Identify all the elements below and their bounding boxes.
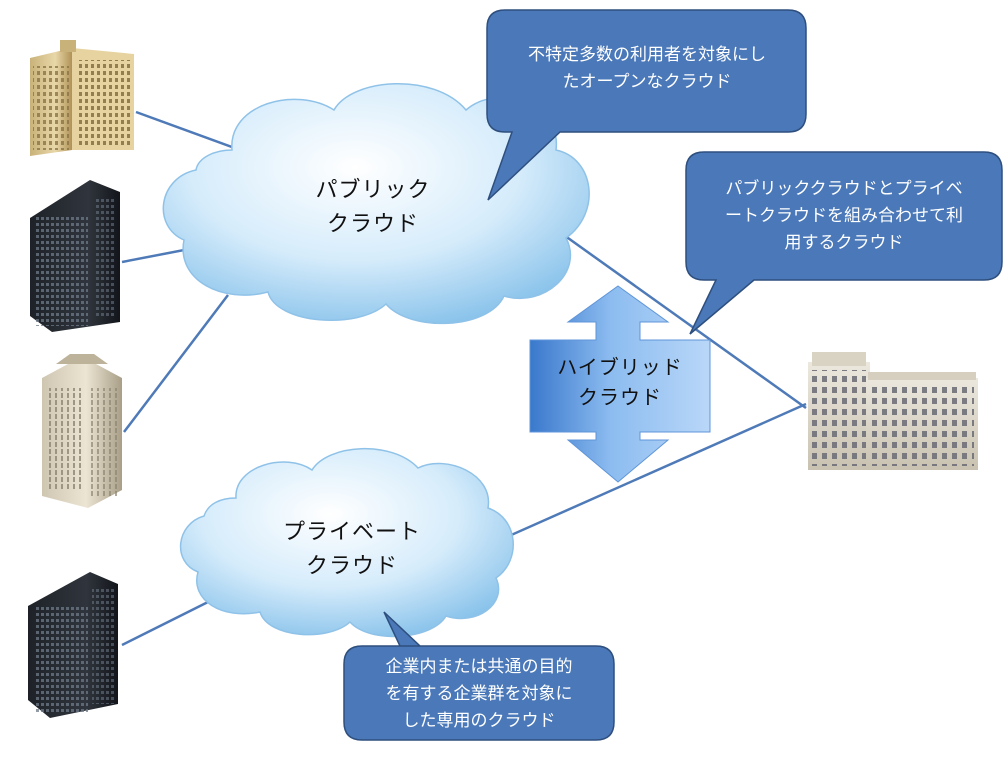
connector-public-hotel bbox=[539, 216, 807, 410]
office-building-beige-icon bbox=[30, 40, 134, 156]
private-callout-bubble bbox=[343, 611, 615, 741]
office-building-dark-lower-icon bbox=[28, 572, 118, 718]
connector-building4-private bbox=[121, 598, 213, 647]
public-cloud-shape bbox=[162, 82, 590, 325]
private-callout-line2: を有する企業群を対象に bbox=[385, 684, 573, 704]
private-cloud-label-line1: プライベート bbox=[282, 520, 421, 545]
hybrid-cloud-label-line1: ハイブリッド bbox=[557, 355, 683, 379]
public-callout-line2: たオープンなクラウド bbox=[562, 72, 732, 92]
hybrid-cloud-label: ハイブリッド クラウド bbox=[540, 352, 700, 412]
public-callout-text: 不特定多数の利用者を対象にし たオープンなクラウド bbox=[492, 42, 802, 96]
public-cloud-label-line1: パブリック bbox=[315, 178, 431, 203]
hybrid-cloud-label-line2: クラウド bbox=[578, 385, 662, 409]
public-callout-bubble bbox=[486, 9, 807, 201]
private-callout-text: 企業内または共通の目的 を有する企業群を対象に した専用のクラウド bbox=[348, 654, 610, 735]
public-callout-line1: 不特定多数の利用者を対象にし bbox=[528, 45, 766, 65]
connector-building3-public bbox=[123, 294, 229, 433]
private-cloud-label: プライベート クラウド bbox=[262, 516, 442, 584]
private-cloud-label-line2: クラウド bbox=[305, 554, 398, 579]
connector-lines bbox=[121, 110, 807, 647]
private-callout-line3: した専用のクラウド bbox=[402, 711, 556, 731]
hybrid-callout-bubble bbox=[685, 151, 1003, 335]
hybrid-callout-text: パブリッククラウドとプライベ ートクラウドを組み合わせて利 用するクラウド bbox=[690, 176, 998, 257]
private-cloud-shape bbox=[180, 448, 514, 638]
connector-private-hotel bbox=[499, 402, 807, 542]
hybrid-callout-line3: 用するクラウド bbox=[784, 233, 904, 253]
hybrid-double-arrow-icon bbox=[529, 285, 711, 483]
public-cloud-label: パブリック クラウド bbox=[288, 174, 458, 242]
private-callout-line1: 企業内または共通の目的 bbox=[385, 657, 573, 677]
office-building-dark-icon bbox=[30, 180, 120, 332]
hybrid-callout-line1: パブリッククラウドとプライベ bbox=[725, 179, 963, 199]
public-cloud-label-line2: クラウド bbox=[326, 212, 419, 237]
office-building-cream-icon bbox=[42, 354, 122, 508]
hybrid-callout-line2: ートクラウドを組み合わせて利 bbox=[725, 206, 963, 226]
hotel-building-icon bbox=[808, 352, 978, 470]
